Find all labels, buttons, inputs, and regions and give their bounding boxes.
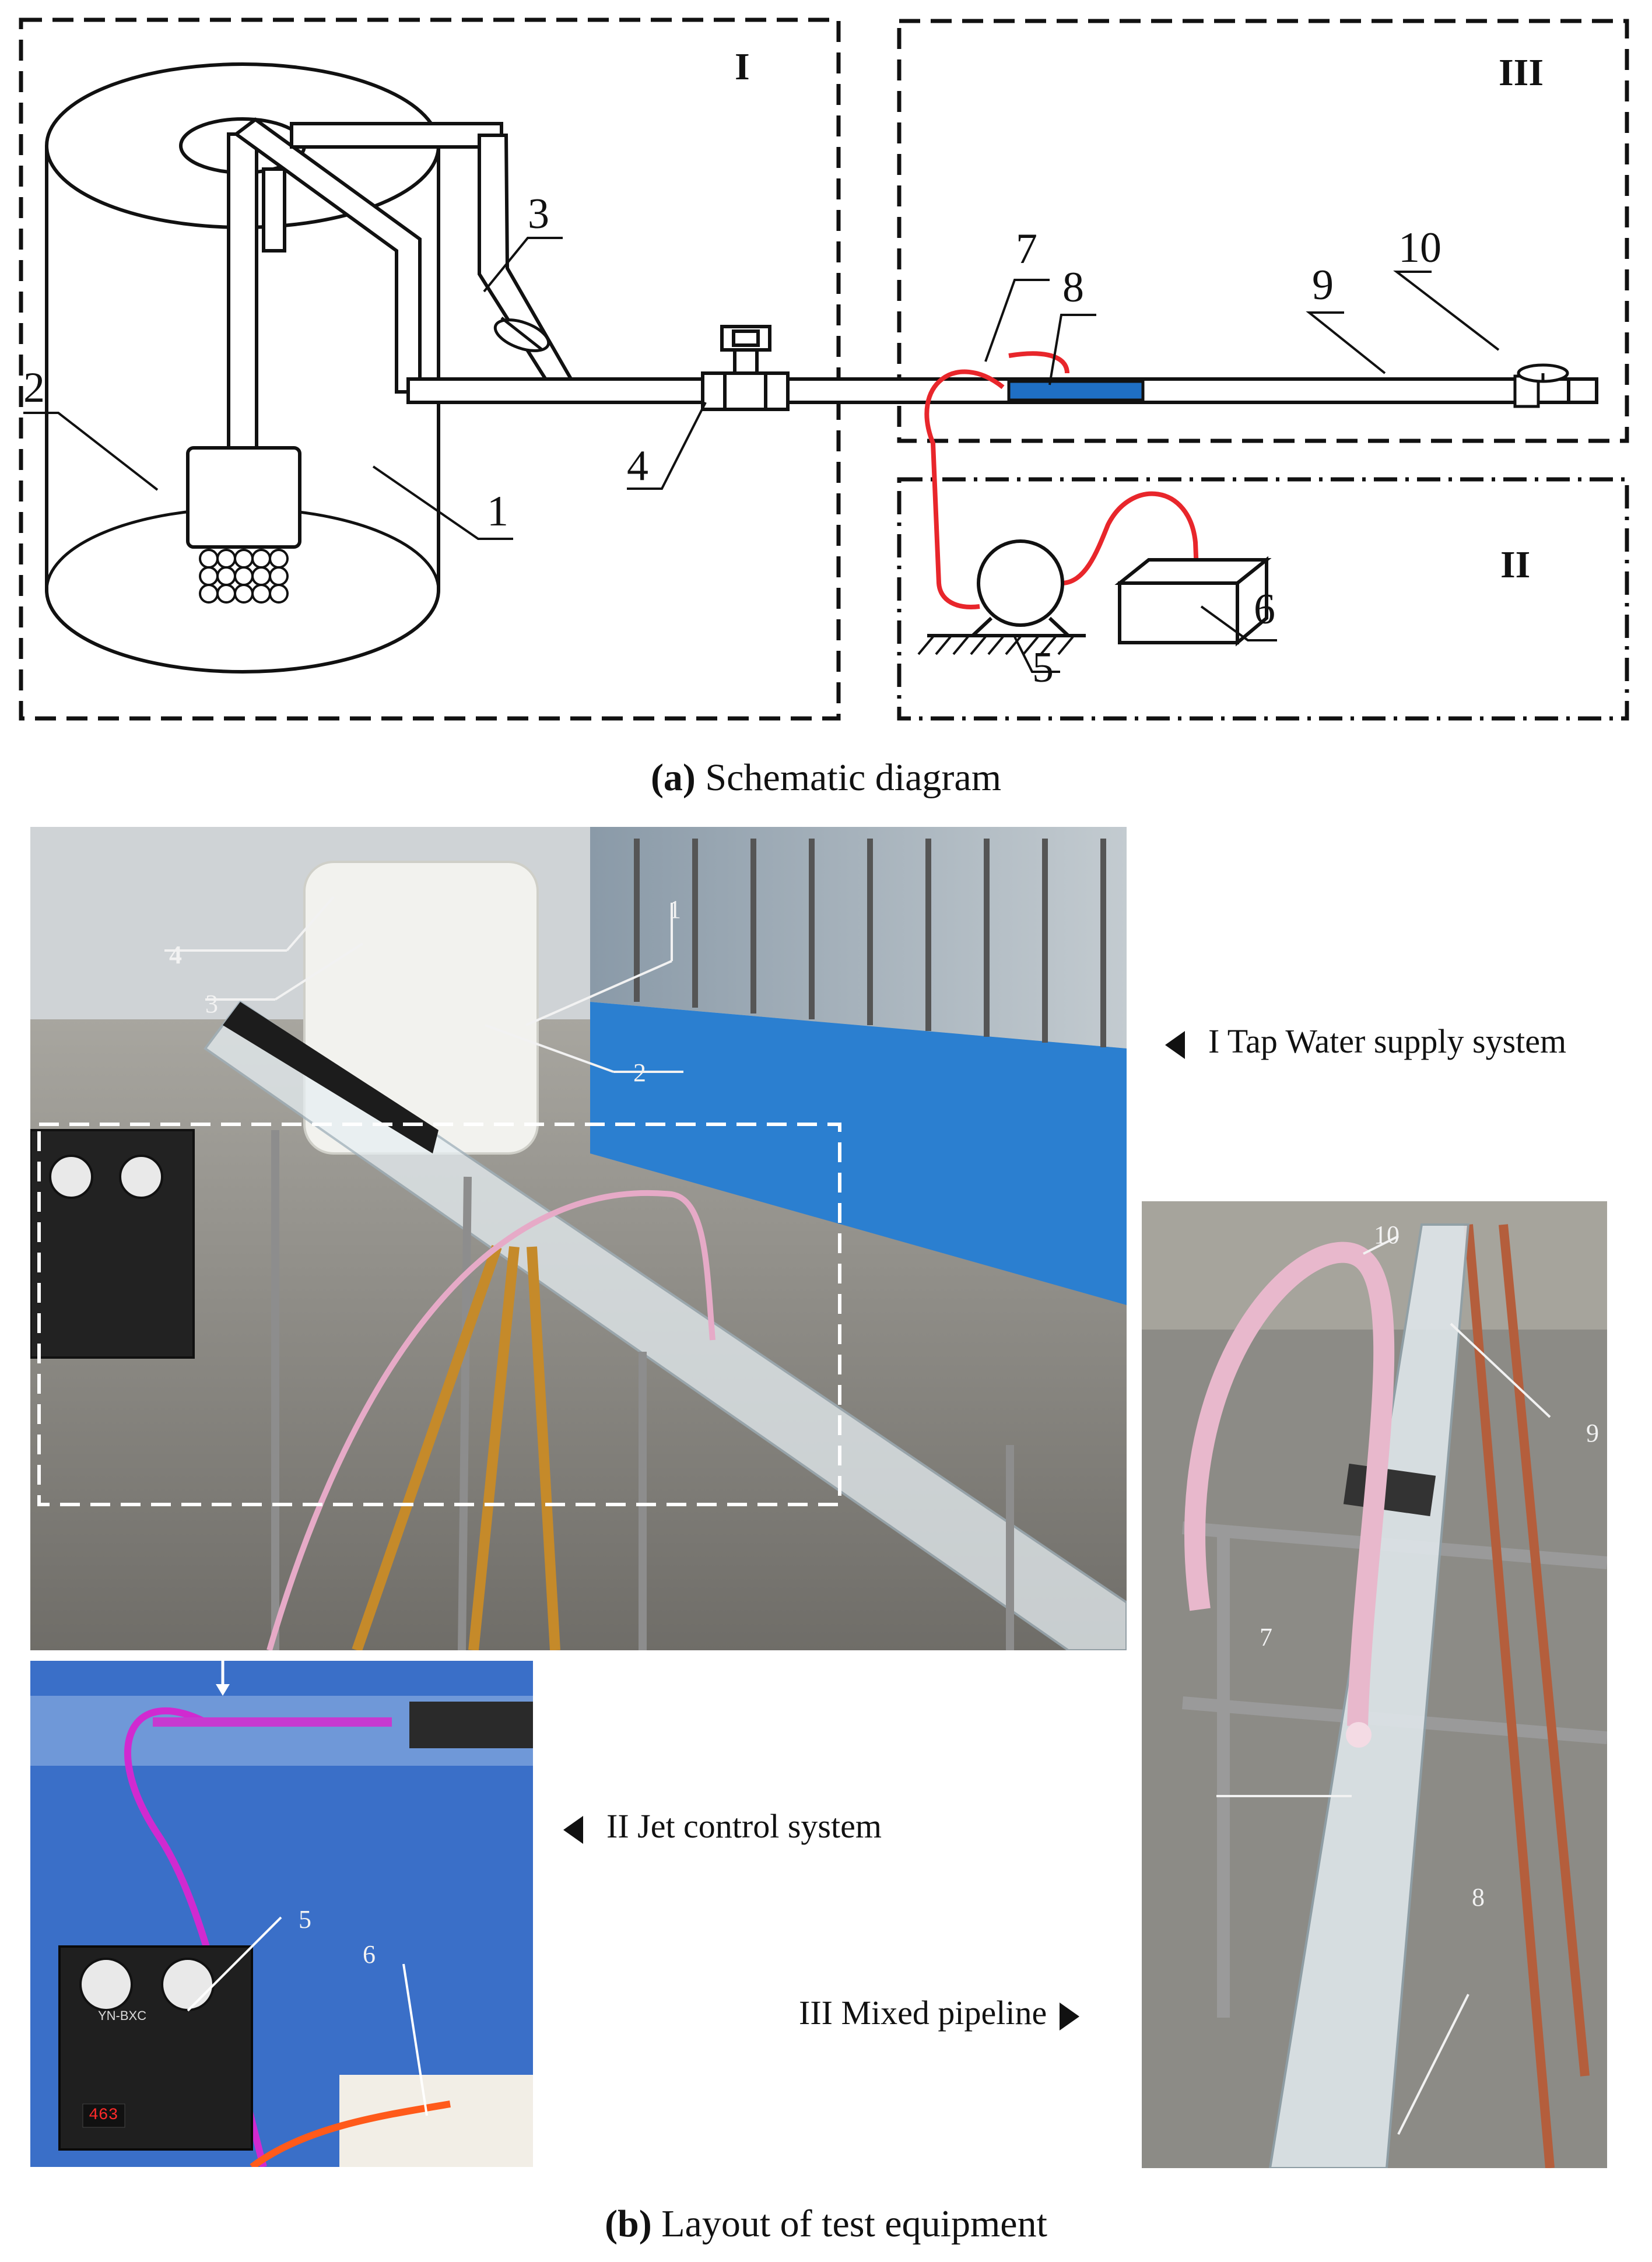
component-label-2: 2 bbox=[23, 364, 45, 412]
red-hose bbox=[924, 351, 1201, 613]
caption-a: (a) Schematic diagram bbox=[0, 756, 1652, 800]
main-setup-photo bbox=[30, 827, 1127, 1650]
system-label-tap: I Tap Water supply system bbox=[1165, 1022, 1566, 1061]
component-label-5: 5 bbox=[1032, 644, 1054, 692]
component-label-3: 3 bbox=[528, 190, 549, 238]
component-label-4: 4 bbox=[627, 442, 648, 490]
valve bbox=[493, 317, 550, 352]
photo-label-10: 10 bbox=[1374, 1221, 1400, 1249]
component-label-8: 8 bbox=[1062, 264, 1084, 311]
region-iii-box bbox=[897, 19, 1629, 443]
region-iii-label: III bbox=[1499, 51, 1544, 94]
photo-label-8: 8 bbox=[1472, 1883, 1485, 1912]
photo-label-2: 2 bbox=[633, 1058, 646, 1087]
pointer-right-icon bbox=[1060, 2002, 1080, 2030]
photo-label-7: 7 bbox=[1260, 1623, 1272, 1651]
region-ii-label: II bbox=[1500, 543, 1531, 586]
region-i-box bbox=[19, 17, 841, 721]
jet-control-photo bbox=[30, 1661, 533, 2167]
component-label-10: 10 bbox=[1398, 224, 1441, 272]
dosing-pump bbox=[917, 539, 1086, 655]
caption-b-prefix: (b) bbox=[605, 2203, 652, 2245]
system-label-mixed: III Mixed pipeline bbox=[799, 1993, 1080, 2032]
mixed-pipeline-photo bbox=[1142, 1201, 1607, 2168]
pump-display-text: 463 bbox=[89, 2106, 118, 2124]
component-label-6: 6 bbox=[1254, 585, 1275, 633]
photo-label-6: 6 bbox=[363, 1940, 376, 1969]
region-ii-box bbox=[897, 477, 1629, 721]
component-label-7: 7 bbox=[1016, 225, 1037, 273]
caption-a-prefix: (a) bbox=[650, 756, 696, 799]
photo-label-1: 1 bbox=[668, 895, 681, 924]
outlet-valve bbox=[1513, 363, 1569, 408]
photo-label-3: 3 bbox=[205, 990, 218, 1018]
system-label-jet: II Jet control system bbox=[563, 1807, 882, 1846]
blue-mixing-section bbox=[1007, 380, 1145, 402]
pump-model-text: YN-BXC bbox=[98, 2008, 147, 2023]
component-label-1: 1 bbox=[487, 488, 508, 535]
caption-b: (b) Layout of test equipment bbox=[0, 2202, 1652, 2246]
region-i-label: I bbox=[735, 45, 750, 88]
pointer-left-icon bbox=[1165, 1030, 1185, 1059]
pointer-left-icon bbox=[563, 1815, 583, 1844]
caption-b-text: Layout of test equipment bbox=[651, 2203, 1047, 2245]
photo-label-9: 9 bbox=[1586, 1419, 1599, 1447]
flowmeter bbox=[701, 325, 790, 411]
reservoir-box bbox=[1114, 556, 1272, 647]
photo-label-5: 5 bbox=[299, 1905, 311, 1934]
caption-a-text: Schematic diagram bbox=[695, 756, 1002, 799]
photo-label-4: 4 bbox=[169, 941, 182, 969]
leader-lines bbox=[23, 237, 1500, 673]
component-label-9: 9 bbox=[1312, 261, 1334, 309]
schematic-diagram bbox=[19, 17, 1629, 721]
